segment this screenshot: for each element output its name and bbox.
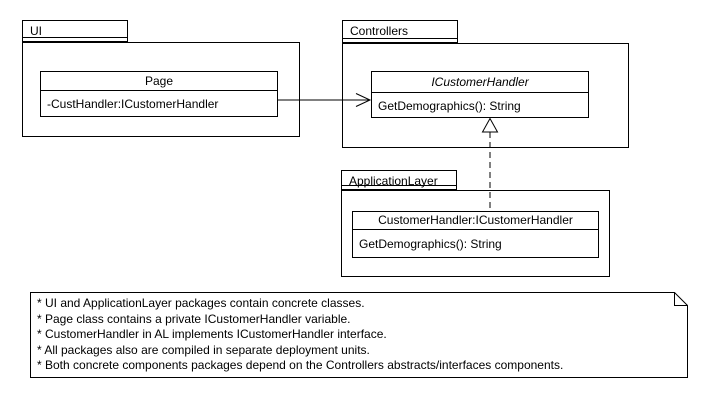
interface-icustomerhandler-title: ICustomerHandler — [372, 72, 588, 93]
package-controllers-tab-underline — [343, 38, 457, 39]
note-line-4: * All packages also are compiled in sepa… — [37, 342, 370, 357]
class-page-attribute: -CustHandler:ICustomerHandler — [47, 97, 219, 111]
class-customerhandler: CustomerHandler:ICustomerHandler GetDemo… — [352, 211, 599, 258]
package-applicationlayer-label: ApplicationLayer — [349, 174, 438, 188]
interface-icustomerhandler: ICustomerHandler GetDemographics(): Stri… — [371, 71, 589, 118]
note-line-3: * CustomerHandler in AL implements ICust… — [37, 327, 387, 341]
note: * UI and ApplicationLayer packages conta… — [30, 292, 688, 378]
note-line-2: * Page class contains a private ICustome… — [37, 311, 351, 326]
package-ui-tab: UI — [22, 20, 128, 42]
note-line-1: * UI and ApplicationLayer packages conta… — [37, 296, 365, 310]
interface-icustomerhandler-method: GetDemographics(): String — [378, 98, 521, 113]
package-ui-label: UI — [30, 24, 42, 38]
class-customerhandler-title: CustomerHandler:ICustomerHandler — [353, 212, 598, 230]
package-ui-tab-underline — [23, 37, 127, 38]
package-controllers-tab: Controllers — [342, 20, 458, 43]
class-page: Page -CustHandler:ICustomerHandler — [40, 71, 278, 117]
class-customerhandler-method: GetDemographics(): String — [359, 237, 502, 251]
package-controllers-label: Controllers — [350, 24, 409, 38]
package-applicationlayer-tab: ApplicationLayer — [341, 170, 457, 190]
class-page-title: Page — [41, 72, 277, 91]
package-applicationlayer-tab-underline — [342, 185, 456, 186]
note-line-5: * Both concrete components packages depe… — [37, 358, 564, 372]
